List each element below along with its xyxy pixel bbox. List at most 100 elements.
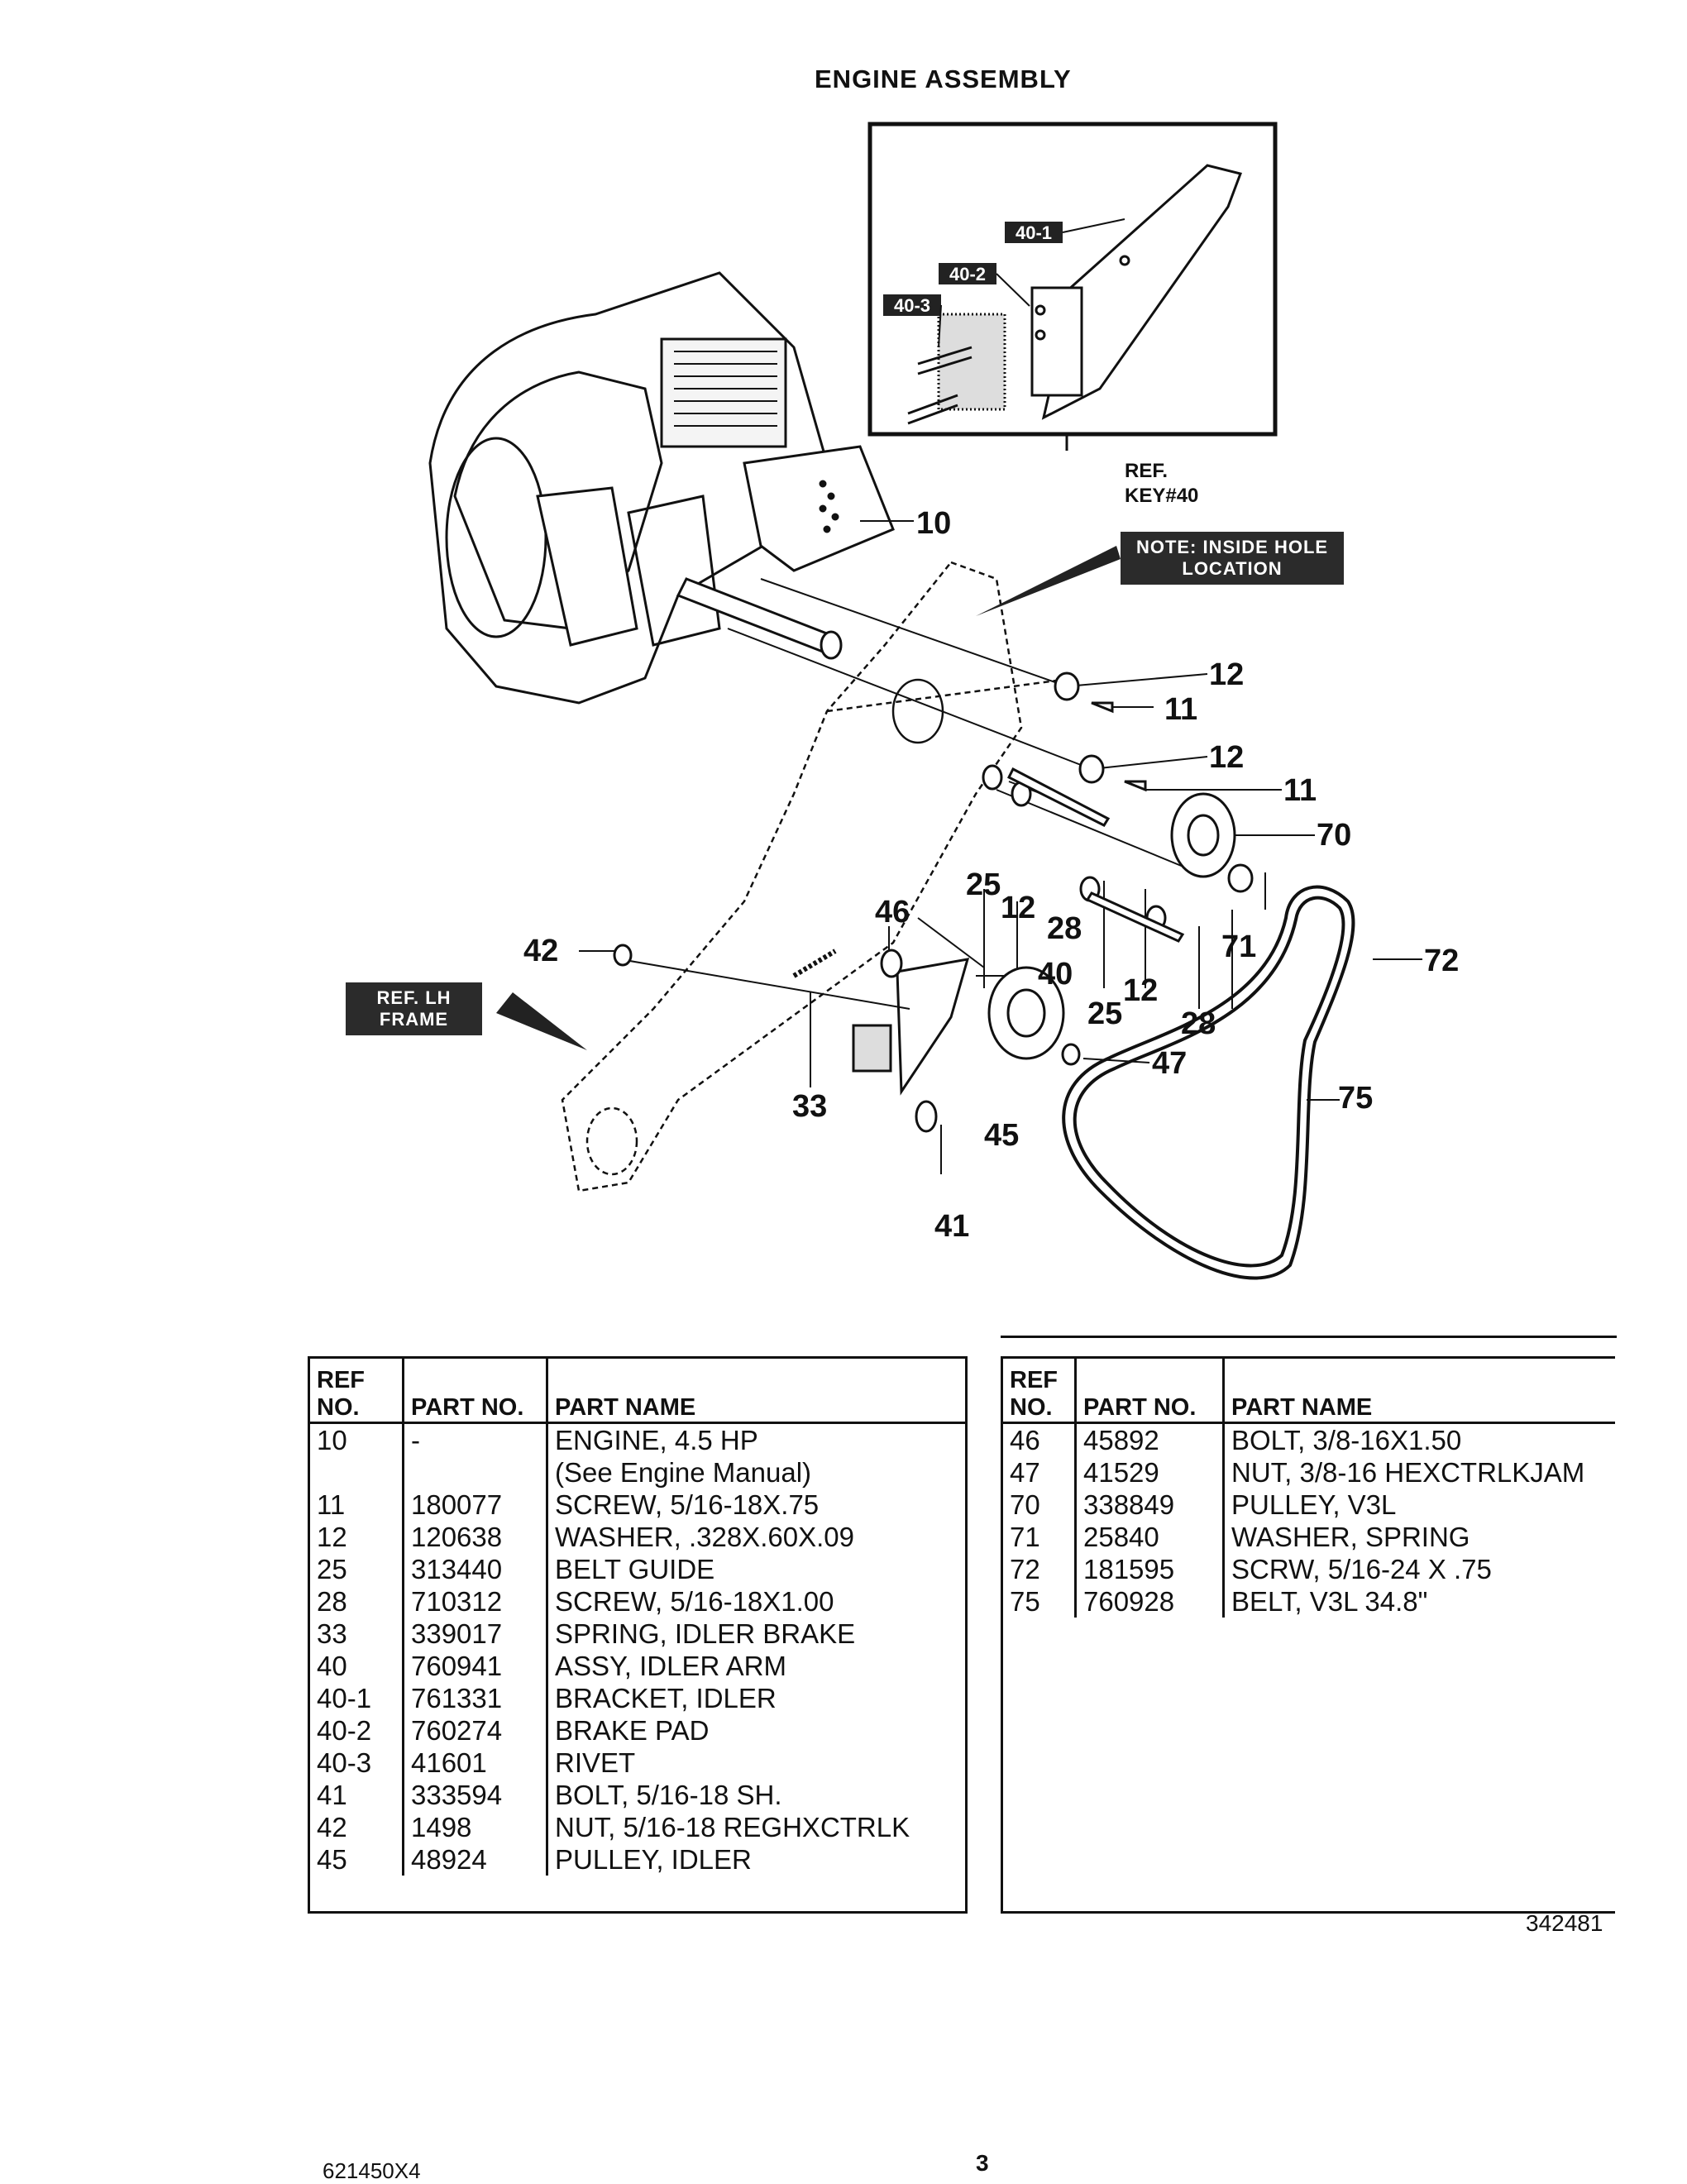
parts-table-right-frame	[1001, 1356, 1615, 1914]
part-name-cell: PULLEY, V3L	[1222, 1489, 1615, 1521]
ref-no-cell: 46	[1010, 1425, 1040, 1455]
footer-code: 621450X4	[323, 2158, 421, 2183]
callout-12: 12	[1001, 891, 1035, 925]
part-name-cell: BELT, V3L 34.8"	[1222, 1585, 1615, 1618]
callout-28: 28	[1047, 911, 1082, 946]
callout-72: 72	[1424, 944, 1459, 978]
page-number: 3	[976, 2150, 989, 2176]
note-pointer	[976, 546, 1121, 616]
doc-number: 342481	[1526, 1910, 1603, 1936]
part-name-cell: SCREW, 5/16-18X.75	[546, 1489, 965, 1521]
ref-no-cell: 40-3	[317, 1747, 372, 1778]
part-no-cell: 338849	[1074, 1489, 1224, 1521]
engine-assembly-diagram: 40-1 40-2 40-3	[428, 122, 1459, 1280]
part-no-cell: 333594	[402, 1779, 547, 1811]
inset-label-40-2: 40-2	[949, 264, 986, 284]
table-top-rule	[1001, 1336, 1617, 1338]
part-no-cell	[402, 1456, 547, 1489]
note-line1: NOTE: INSIDE HOLE	[1135, 537, 1329, 557]
ref-no-cell: 72	[1010, 1554, 1040, 1584]
inset-label-40-3: 40-3	[894, 295, 930, 316]
ref-no-cell: 47	[1010, 1457, 1040, 1488]
part-no-cell: 181595	[1074, 1553, 1224, 1585]
callout-42: 42	[523, 934, 558, 968]
part-name-cell: SPRING, IDLER BRAKE	[546, 1618, 965, 1650]
ref-no-cell: 40-2	[317, 1715, 372, 1746]
header-ref-no: REF NO.	[310, 1359, 404, 1424]
part-name-cell: ASSY, IDLER ARM	[546, 1650, 965, 1682]
table-header-row: REF NO. PART NO. PART NAME	[310, 1359, 965, 1424]
part-no-cell: 710312	[402, 1585, 547, 1618]
ref-no-cell: 11	[317, 1489, 346, 1520]
part-name-cell: PULLEY, IDLER	[546, 1843, 965, 1876]
header-part-no: PART NO.	[1074, 1359, 1224, 1424]
callout-45: 45	[984, 1118, 1019, 1153]
callout-46: 46	[875, 895, 910, 930]
part-no-cell: -	[402, 1422, 547, 1456]
part-name-cell: NUT, 3/8-16 HEXCTRLKJAM	[1222, 1456, 1615, 1489]
callout-11: 11	[1164, 692, 1197, 727]
ref-no-cell	[310, 1456, 404, 1489]
callout-10: 10	[916, 506, 951, 541]
frame-pointer	[496, 992, 587, 1050]
frame-line1: REF. LH	[376, 987, 452, 1008]
part-name-cell: BOLT, 3/8-16X1.50	[1222, 1422, 1615, 1456]
callout-33: 33	[792, 1089, 827, 1124]
part-name-cell: SCREW, 5/16-18X1.00	[546, 1585, 965, 1618]
part-no-cell: 180077	[402, 1489, 547, 1521]
engine-drawing	[428, 271, 895, 705]
ref-no-cell: 42	[317, 1812, 347, 1842]
page-title: ENGINE ASSEMBLY	[815, 65, 1072, 93]
note-lh-frame: REF. LH FRAME	[346, 982, 482, 1035]
part-no-cell: 1498	[402, 1811, 547, 1843]
ref-no-cell: 41	[317, 1780, 347, 1810]
callout-41: 41	[934, 1209, 969, 1244]
part-no-cell: 760928	[1074, 1585, 1224, 1618]
part-no-cell: 760274	[402, 1714, 547, 1747]
ref-no-cell: 28	[317, 1586, 347, 1617]
ref-key-line2: KEY#40	[1125, 485, 1199, 507]
part-no-cell: 41601	[402, 1747, 547, 1779]
part-name-cell: BRACKET, IDLER	[546, 1682, 965, 1714]
part-name-cell: BRAKE PAD	[546, 1714, 965, 1747]
part-name-cell: BELT GUIDE	[546, 1553, 965, 1585]
part-no-cell: 313440	[402, 1553, 547, 1585]
part-name-cell: SCRW, 5/16-24 X .75	[1222, 1553, 1615, 1585]
callout-25: 25	[1087, 996, 1122, 1031]
part-no-cell: 120638	[402, 1521, 547, 1553]
callout-70: 70	[1317, 818, 1351, 853]
part-no-cell: 41529	[1074, 1456, 1224, 1489]
table-row: 10 -ENGINE, 4.5 HP	[310, 1422, 965, 1456]
callout-71: 71	[1221, 930, 1256, 964]
hardware-parts	[613, 671, 1254, 1133]
ref-no-cell: 12	[317, 1522, 347, 1552]
part-name-cell: BOLT, 5/16-18 SH.	[546, 1779, 965, 1811]
ref-no-cell: 10	[317, 1425, 347, 1455]
part-no-cell: 25840	[1074, 1521, 1224, 1553]
idler-arm-inset	[867, 122, 1278, 451]
belt-75	[1062, 885, 1355, 1280]
note-inside-hole: NOTE: INSIDE HOLE LOCATION	[1121, 532, 1344, 585]
header-ref-no: REF NO.	[1003, 1359, 1076, 1424]
part-no-cell: 45892	[1074, 1422, 1224, 1456]
leader-lines	[579, 520, 1422, 1174]
header-part-name: PART NAME	[1222, 1359, 1615, 1424]
part-name-cell: ENGINE, 4.5 HP	[546, 1422, 965, 1456]
callout-12: 12	[1209, 740, 1244, 775]
table-row: (See Engine Manual)	[310, 1456, 965, 1489]
inset-tags: 40-1 40-2 40-3	[883, 218, 1125, 348]
part-name-cell: WASHER, SPRING	[1222, 1521, 1615, 1553]
part-name-cell: (See Engine Manual)	[546, 1456, 965, 1489]
part-no-cell: 761331	[402, 1682, 547, 1714]
frame-line2: FRAME	[379, 1009, 449, 1030]
